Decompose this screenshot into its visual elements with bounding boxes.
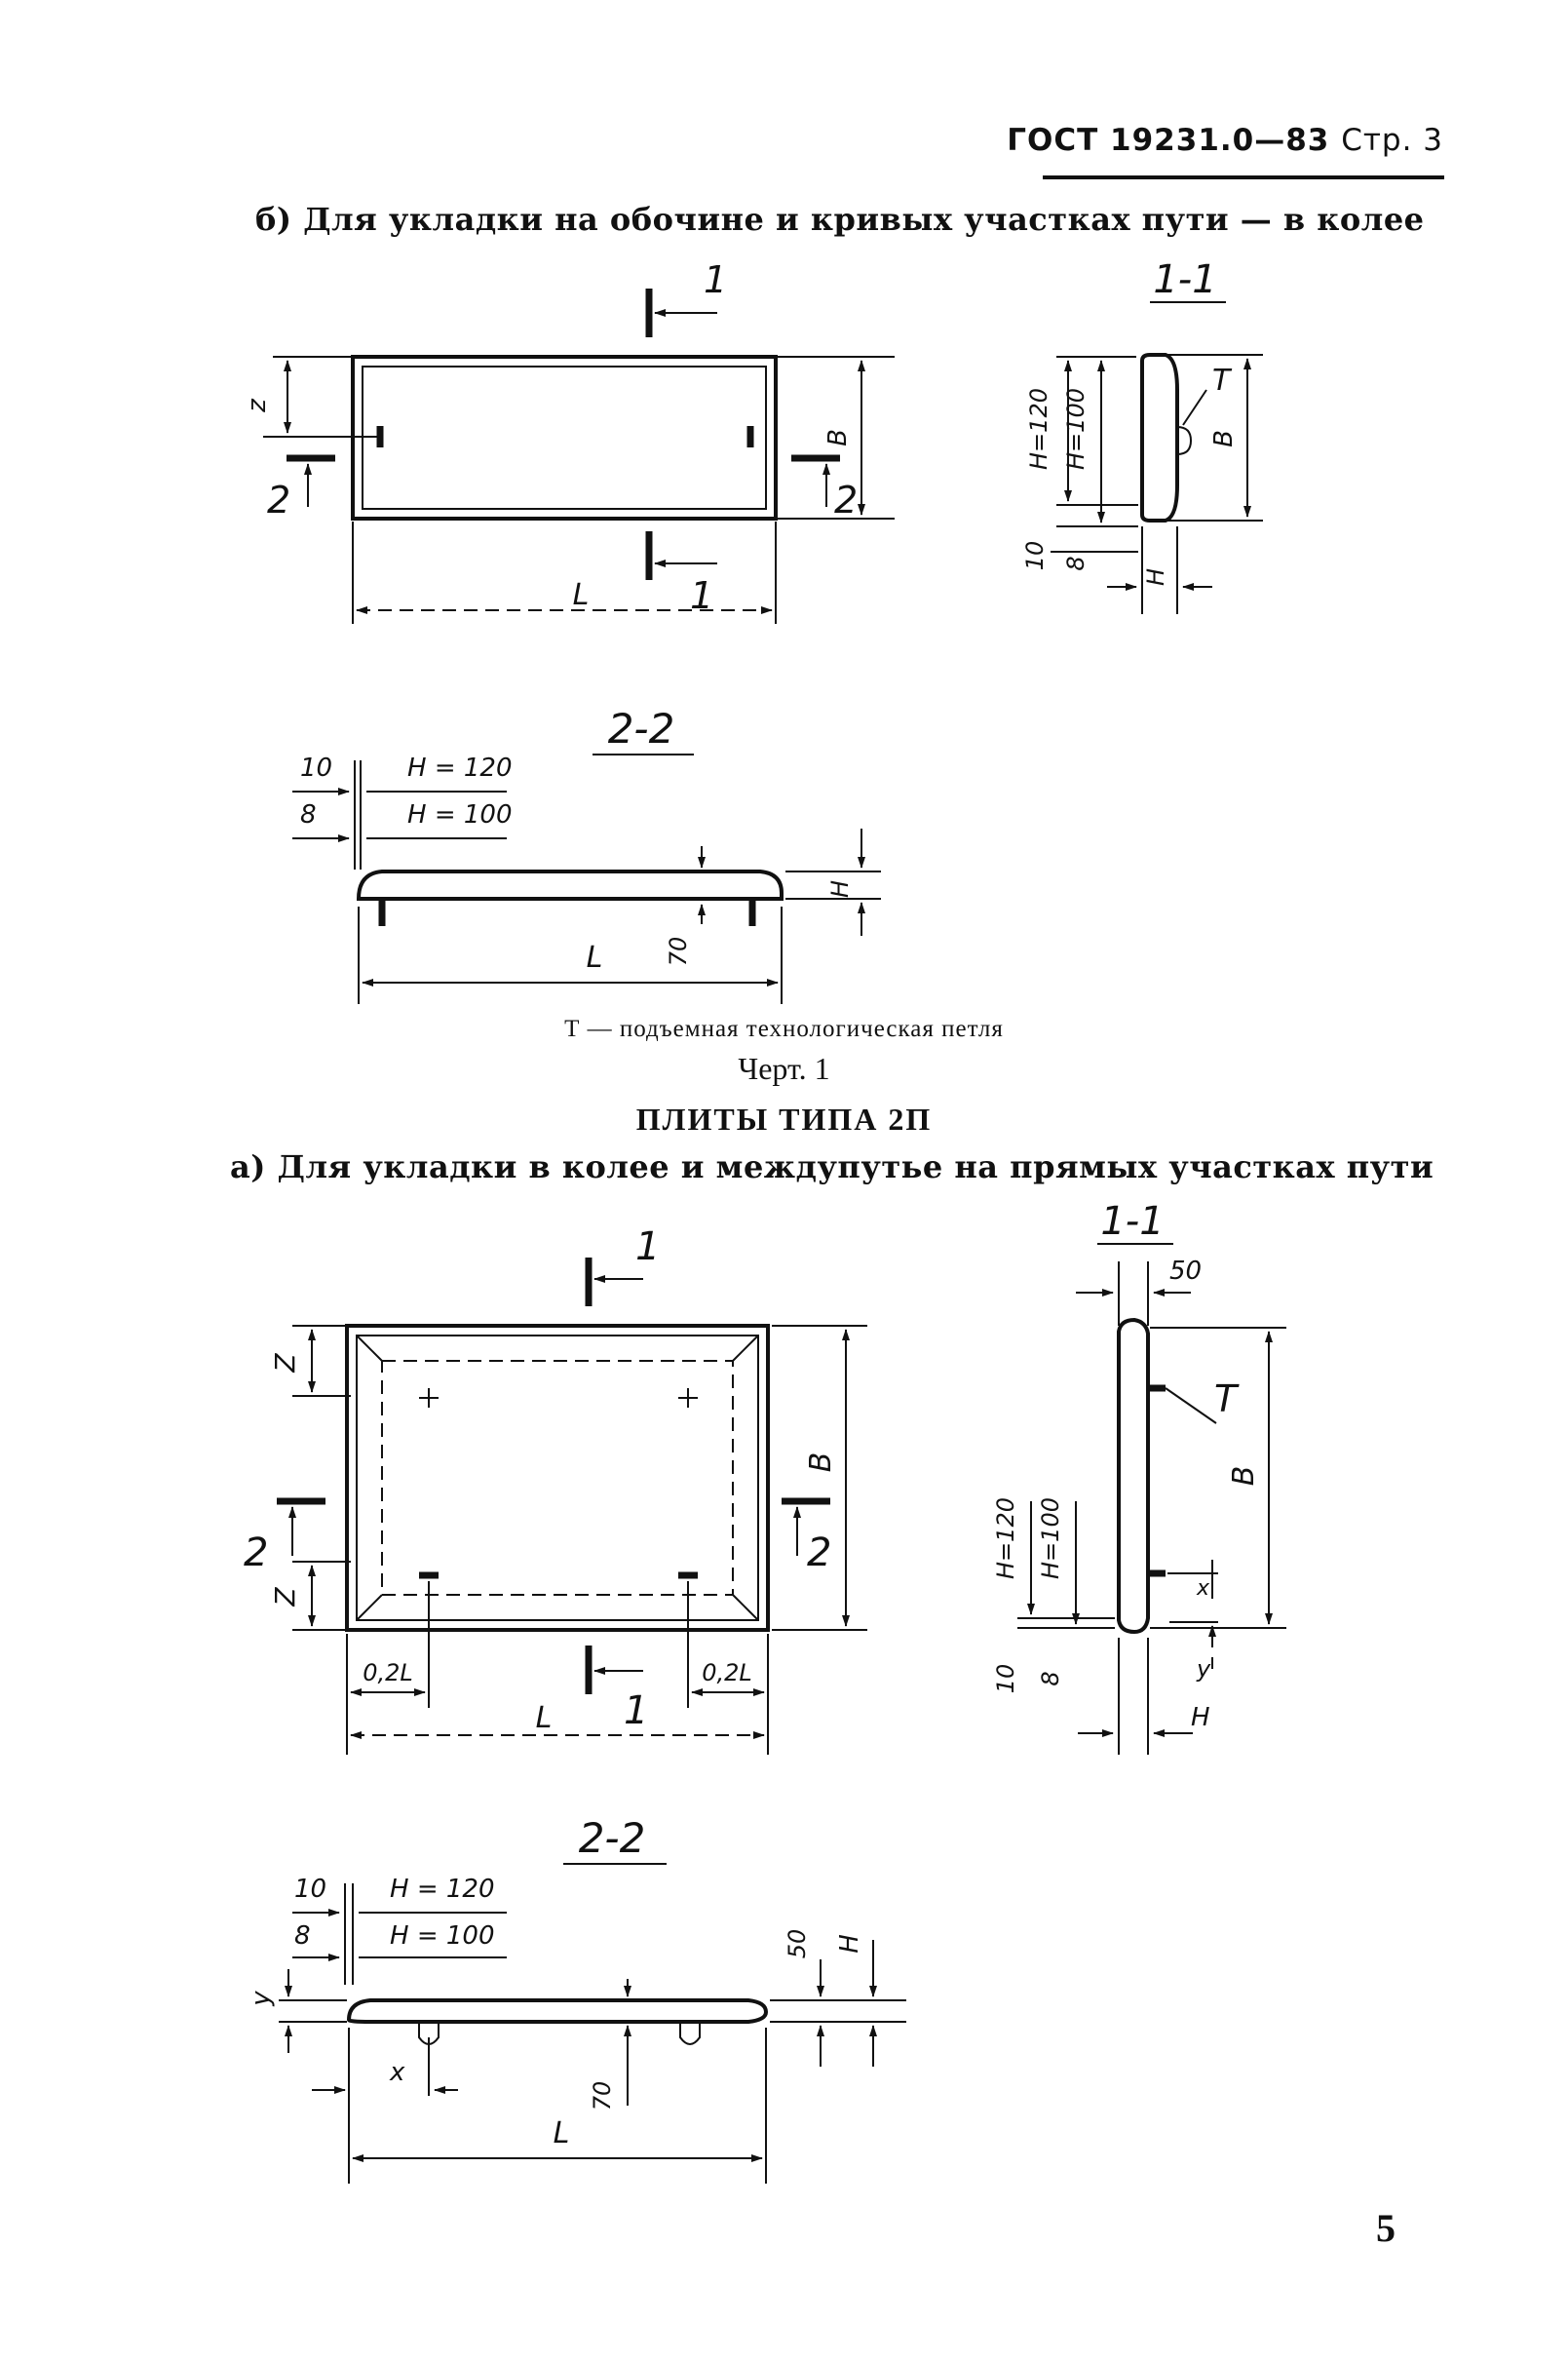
- page-header: ГОСТ 19231.0—83 Стр. 3: [1007, 123, 1443, 158]
- plate-outline: [345, 1324, 770, 1632]
- standard-number: ГОСТ 19231.0—83: [1007, 123, 1330, 158]
- section-2p-title: а) Для укладки в колее и междупутье на п…: [230, 1148, 1434, 1185]
- dim-B-label: B: [804, 1452, 838, 1473]
- label-H: H: [826, 880, 854, 898]
- plate-section-profile: [1117, 1317, 1150, 1635]
- label-B: B: [1209, 430, 1239, 447]
- label-8: 8: [1037, 1671, 1064, 1685]
- dim-z-label: z: [243, 398, 272, 413]
- page-number: 5: [1376, 2206, 1396, 2250]
- dim-L-label: L: [536, 1701, 553, 1735]
- label-T: T: [1214, 1377, 1240, 1420]
- label-B: B: [1227, 1466, 1261, 1487]
- plate-outline: [351, 355, 778, 521]
- lifting-loop-T: [1176, 426, 1193, 455]
- section-view-1-1-b: 1-1 T B H=120 H=100 10 8: [1021, 257, 1263, 614]
- label-y: y: [1196, 1655, 1211, 1683]
- label-H100: H=100: [1037, 1497, 1064, 1579]
- label-50: 50: [784, 1929, 811, 1959]
- view-2-2-title: 2-2: [608, 705, 675, 753]
- label-70: 70: [665, 937, 692, 967]
- label-T: T: [1212, 364, 1233, 398]
- dim-Z-bottom: Z: [269, 1587, 301, 1607]
- plate-inner-dashed: [381, 1360, 734, 1596]
- label-H100: H = 100: [407, 800, 513, 830]
- label-H100: H=100: [1062, 388, 1090, 470]
- section-view-2-2-b: 2-2 10 H = 120 8 H = 100 70 H: [292, 705, 881, 1004]
- page-label: Стр. 3: [1341, 123, 1443, 158]
- label-10: 10: [294, 1875, 326, 1904]
- dim-L-label: L: [573, 578, 590, 612]
- view-2-2-title: 2-2: [579, 1814, 646, 1862]
- section-2-label-left: 2: [244, 1530, 268, 1575]
- label-10: 10: [1021, 541, 1049, 571]
- dim-B-label: B: [823, 429, 853, 446]
- dim-02L-right: 0,2L: [702, 1659, 752, 1686]
- label-H120: H = 120: [407, 754, 513, 783]
- view-1-1-title: 1-1: [1153, 257, 1216, 302]
- section-1-label-bottom: 1: [690, 574, 713, 617]
- section-2-label-left: 2: [267, 479, 290, 522]
- label-50: 50: [1169, 1257, 1202, 1286]
- label-L: L: [554, 2116, 570, 2150]
- label-10: 10: [300, 754, 332, 783]
- label-L: L: [587, 941, 603, 975]
- section-1-label-top: 1: [635, 1224, 660, 1269]
- section-2-label-right: 2: [834, 479, 858, 522]
- plate-section-profile: [1140, 353, 1179, 523]
- label-y: y: [247, 1991, 276, 2007]
- label-H: H: [1142, 568, 1169, 586]
- section-2-label-right: 2: [807, 1530, 831, 1575]
- label-H120: H=120: [1025, 388, 1052, 470]
- label-H120: H=120: [992, 1497, 1019, 1579]
- label-8: 8: [294, 1921, 311, 1951]
- plan-view-2p: Z Z B 0,2L 0,2L L 1: [244, 1224, 867, 1755]
- loop-right: [679, 2022, 701, 2045]
- label-x: x: [389, 2058, 405, 2087]
- label-H100: H = 100: [390, 1921, 495, 1951]
- section-view-2-2-2p: 2-2 10 H = 120 8 H = 100 y x: [247, 1814, 906, 2184]
- plate-long-profile: [356, 870, 784, 901]
- section-1-label-top: 1: [704, 258, 727, 301]
- plate-long-profile: [346, 1998, 769, 2024]
- label-10: 10: [992, 1664, 1019, 1694]
- lifting-loops: [419, 1388, 698, 1579]
- label-H: H: [1191, 1703, 1210, 1732]
- label-H120: H = 120: [390, 1875, 495, 1904]
- section-b-title: б) Для укладки на обочине и кривых участ…: [255, 201, 1425, 238]
- label-70: 70: [589, 2081, 616, 2111]
- section-1-label-bottom: 1: [624, 1688, 648, 1733]
- dim-02L-left: 0,2L: [363, 1659, 413, 1686]
- label-8: 8: [300, 800, 317, 830]
- figure-caption: Черт. 1: [738, 1051, 830, 1086]
- label-8: 8: [1062, 556, 1090, 570]
- label-H: H: [835, 1934, 864, 1954]
- label-x: x: [1196, 1576, 1210, 1601]
- dim-Z-top: Z: [269, 1353, 301, 1374]
- plan-view-b: z B L 1 1 2 2: [243, 258, 895, 624]
- section-heading-2p: ПЛИТЫ ТИПА 2П: [635, 1102, 933, 1137]
- view-1-1-title: 1-1: [1100, 1199, 1164, 1244]
- header-rule: [1043, 175, 1444, 179]
- plate-inner-outline: [362, 366, 767, 510]
- section-view-1-1-2p: 1-1 50 T B x y: [992, 1199, 1286, 1755]
- legend-T: Т — подъемная технологическая петля: [564, 1016, 1004, 1042]
